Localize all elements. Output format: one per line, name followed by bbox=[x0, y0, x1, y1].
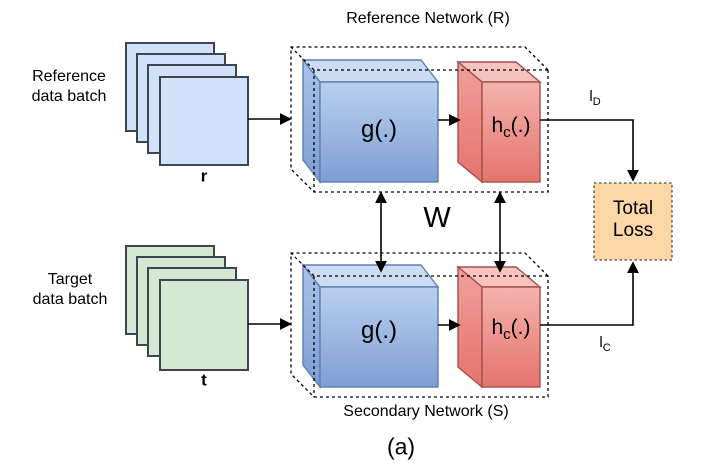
batch-square bbox=[159, 279, 249, 371]
reference-batch-label: Reference data batch bbox=[32, 67, 107, 107]
reference-encoder-label: g(.) bbox=[361, 116, 397, 143]
distance-loss-label: lD bbox=[589, 88, 600, 110]
target-batch-symbol: t bbox=[201, 370, 207, 390]
dashed-outline bbox=[290, 252, 549, 398]
cube-front-face bbox=[319, 286, 439, 388]
total-loss-label: Total Loss bbox=[613, 198, 653, 242]
secondary-network-title: Secondary Network (S) bbox=[343, 403, 509, 420]
total-loss-label-line2: Loss bbox=[612, 220, 654, 241]
dashed-inner-edges bbox=[290, 46, 548, 192]
output-label-pre: l bbox=[589, 88, 593, 106]
reference-head-label: hc(.) bbox=[491, 113, 530, 143]
secondary-encoder-block bbox=[301, 262, 440, 390]
head-label-sub: c bbox=[503, 326, 511, 344]
secondary-network-box bbox=[290, 252, 549, 398]
head-label-post: (.) bbox=[510, 316, 531, 340]
cube-left-face bbox=[457, 60, 483, 184]
batch-square bbox=[159, 76, 249, 166]
cube-left-face bbox=[457, 265, 483, 389]
reference-batch-label-line1: Reference bbox=[32, 68, 106, 85]
reference-encoder-block bbox=[301, 57, 440, 185]
figure-caption: (a) bbox=[386, 433, 416, 460]
cube-top-face bbox=[301, 59, 440, 83]
reference-network-box bbox=[290, 46, 549, 193]
target-batch-label-line2: data batch bbox=[32, 291, 108, 308]
output-label-sub: D bbox=[592, 96, 601, 109]
secondary-head-block bbox=[456, 265, 542, 389]
target-batch-label-line1: Target bbox=[47, 271, 93, 288]
cube-front-face bbox=[319, 81, 439, 183]
output-label-pre: l bbox=[599, 334, 603, 352]
secondary-encoder-label: g(.) bbox=[361, 317, 397, 344]
dashed-inner-edges bbox=[290, 252, 548, 397]
head-label-post: (.) bbox=[510, 114, 531, 138]
output-label-sub: C bbox=[602, 342, 611, 355]
target-batch-label: Target data batch bbox=[33, 270, 108, 310]
reference-batch-stack bbox=[125, 42, 249, 166]
cube-left-face bbox=[302, 57, 321, 185]
reference-head-block bbox=[456, 60, 542, 184]
cube-front-face bbox=[481, 286, 541, 388]
reference-network-title: Reference Network (R) bbox=[346, 10, 510, 27]
reference-batch-symbol: r bbox=[200, 166, 208, 186]
total-loss-box bbox=[593, 182, 673, 261]
target-batch-stack bbox=[125, 245, 249, 371]
head-label-pre: h bbox=[491, 316, 504, 340]
classification-loss-label: lC bbox=[599, 334, 610, 356]
reference-output-wire bbox=[540, 119, 639, 182]
head-label-pre: h bbox=[491, 114, 504, 138]
cube-left-face bbox=[302, 262, 321, 390]
dashed-outline bbox=[290, 46, 549, 193]
shared-weights-label: W bbox=[423, 201, 451, 234]
cube-front-face bbox=[481, 81, 541, 183]
total-loss-label-line1: Total bbox=[612, 198, 654, 219]
secondary-output-wire bbox=[540, 261, 639, 326]
secondary-head-label: hc(.) bbox=[491, 315, 530, 345]
head-label-sub: c bbox=[503, 124, 511, 142]
reference-batch-label-line2: data batch bbox=[31, 88, 107, 105]
